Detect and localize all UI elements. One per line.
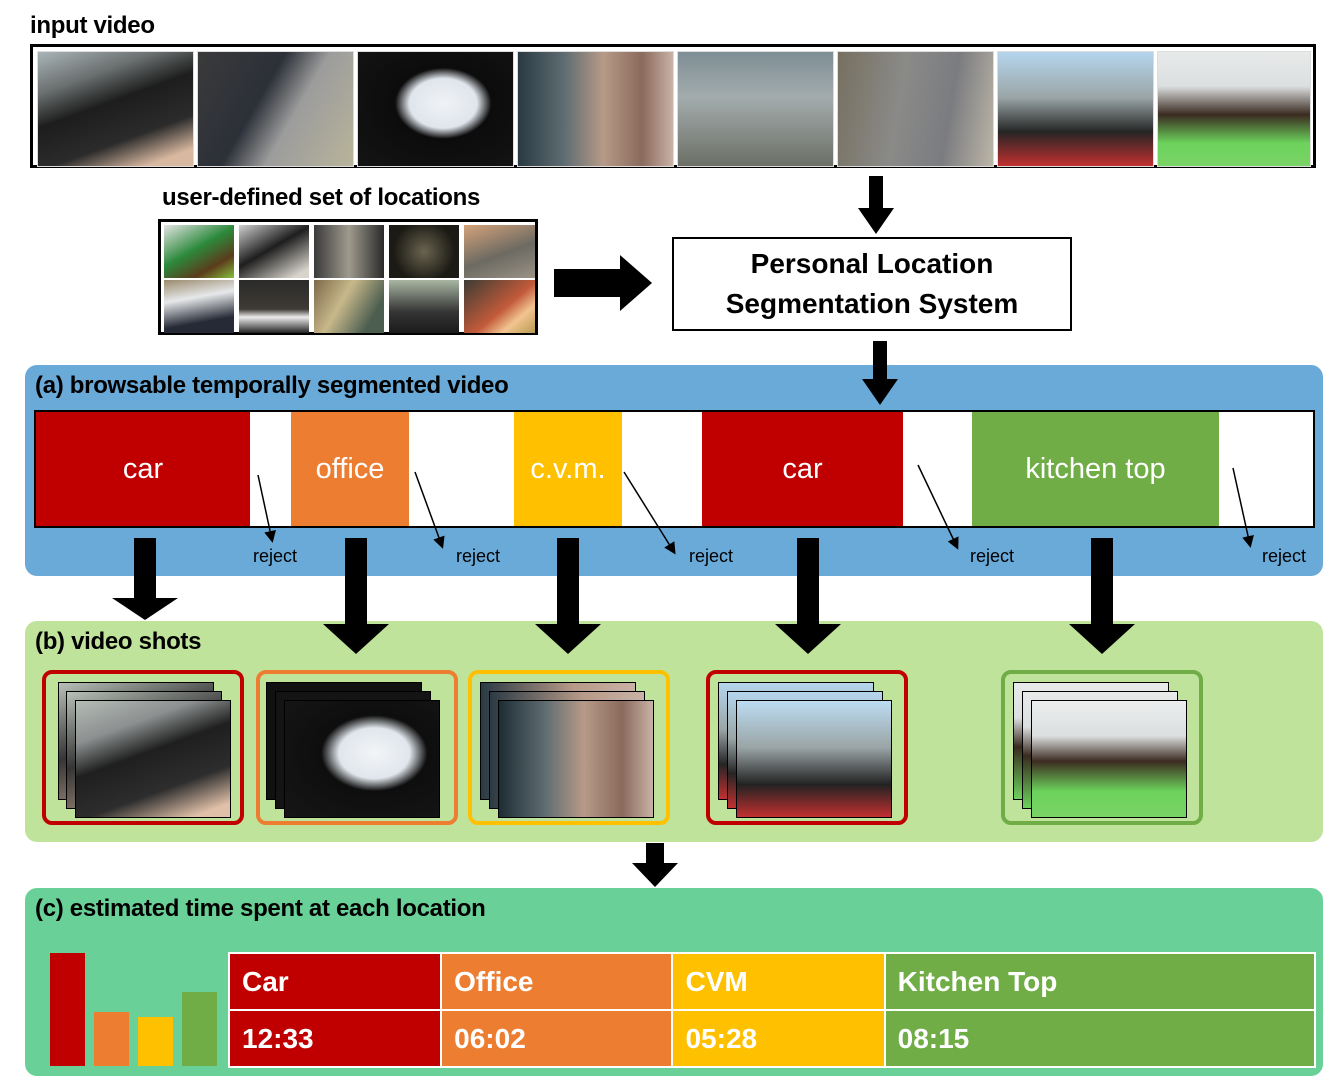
location-thumb bbox=[164, 225, 234, 278]
video-frame-kitchen bbox=[1157, 51, 1311, 167]
reject-label: reject bbox=[689, 546, 734, 566]
arrow-down-icon bbox=[1069, 538, 1135, 654]
input-video-title: input video bbox=[30, 12, 155, 39]
timeline-segment[interactable]: office bbox=[291, 412, 409, 526]
reject-label: reject bbox=[970, 546, 1015, 566]
table-header-cell: Car bbox=[227, 952, 443, 1011]
bar-cvm bbox=[138, 1017, 173, 1066]
panel-a-title: (a) browsable temporally segmented video bbox=[35, 372, 509, 399]
shot-stack-kitchen-top[interactable] bbox=[1001, 670, 1203, 825]
location-thumb bbox=[389, 280, 459, 333]
video-frame-coffee-machine bbox=[517, 51, 674, 167]
segmented-timeline: car office c.v.m. car kitchen top bbox=[34, 410, 1315, 528]
location-thumb bbox=[464, 225, 535, 278]
segment-label: kitchen top bbox=[1025, 452, 1166, 485]
table-row: 12:33 06:02 05:28 08:15 bbox=[227, 1009, 1317, 1068]
arrow-down-icon bbox=[535, 538, 601, 654]
segment-to-shot-arrows bbox=[112, 538, 1135, 654]
shot-frame bbox=[498, 700, 654, 818]
video-frame-car bbox=[37, 51, 194, 167]
location-thumb bbox=[389, 225, 459, 278]
time-cell: 12:33 bbox=[227, 1009, 443, 1068]
shot-frame bbox=[75, 700, 231, 818]
arrow-down-icon bbox=[858, 176, 894, 234]
panel-c-title: (c) estimated time spent at each locatio… bbox=[35, 895, 486, 922]
video-frame-street bbox=[837, 51, 994, 167]
segment-label: car bbox=[782, 452, 823, 485]
location-thumb bbox=[164, 280, 234, 333]
arrow-down-icon bbox=[112, 538, 178, 620]
reject-label: reject bbox=[456, 546, 501, 566]
system-line-1: Personal Location bbox=[750, 248, 994, 279]
segment-label: c.v.m. bbox=[530, 452, 606, 485]
shot-frame bbox=[736, 700, 892, 818]
reject-label: reject bbox=[253, 546, 298, 566]
video-frame-corridor bbox=[677, 51, 834, 167]
shot-frame bbox=[284, 700, 440, 818]
bar-office bbox=[94, 1012, 129, 1066]
timeline-segment[interactable]: car bbox=[36, 412, 250, 526]
timeline-segment[interactable]: c.v.m. bbox=[514, 412, 622, 526]
location-thumb bbox=[314, 225, 384, 278]
segmentation-system-box: Personal Location Segmentation System bbox=[672, 237, 1072, 331]
segment-label: car bbox=[122, 452, 164, 485]
user-locations-grid bbox=[158, 219, 538, 335]
arrow-down-icon bbox=[862, 341, 898, 405]
video-frame-sidewalk bbox=[197, 51, 354, 167]
user-locations-title: user-defined set of locations bbox=[162, 184, 481, 211]
table-header-cell: CVM bbox=[671, 952, 886, 1011]
shot-stack-car-2[interactable] bbox=[706, 670, 908, 825]
shot-stack-cvm[interactable] bbox=[468, 670, 670, 825]
segment-label: office bbox=[315, 452, 385, 485]
arrow-down-icon bbox=[632, 843, 678, 887]
table-header-cell: Kitchen Top bbox=[883, 952, 1317, 1011]
time-cell: 08:15 bbox=[883, 1009, 1317, 1068]
table-header-row: Car Office CVM Kitchen Top bbox=[227, 952, 1317, 1011]
table-header-cell: Office bbox=[440, 952, 674, 1011]
shot-frame bbox=[1031, 700, 1187, 818]
panel-b-title: (b) video shots bbox=[35, 628, 202, 655]
video-frame-car-street bbox=[997, 51, 1154, 167]
location-thumb bbox=[314, 280, 384, 333]
system-line-2: Segmentation System bbox=[725, 288, 1019, 319]
arrow-down-icon bbox=[323, 538, 389, 654]
timeline-segment[interactable]: car bbox=[702, 412, 903, 526]
arrow-down-icon bbox=[775, 538, 841, 654]
time-table: Car Office CVM Kitchen Top 12:33 06:02 0… bbox=[227, 952, 1317, 1068]
video-frame-office bbox=[357, 51, 514, 167]
bar-kitchen-top bbox=[182, 992, 217, 1066]
arrow-right-icon bbox=[554, 255, 652, 311]
location-thumb bbox=[464, 280, 535, 333]
time-cell: 06:02 bbox=[440, 1009, 674, 1068]
input-video-strip bbox=[30, 44, 1316, 168]
location-thumb bbox=[239, 280, 309, 333]
shot-stack-office[interactable] bbox=[256, 670, 458, 825]
time-cell: 05:28 bbox=[671, 1009, 886, 1068]
reject-label: reject bbox=[1262, 546, 1307, 566]
bar-car bbox=[50, 953, 85, 1066]
location-thumb bbox=[239, 225, 309, 278]
shot-stack-car[interactable] bbox=[42, 670, 244, 825]
timeline-segment[interactable]: kitchen top bbox=[972, 412, 1219, 526]
